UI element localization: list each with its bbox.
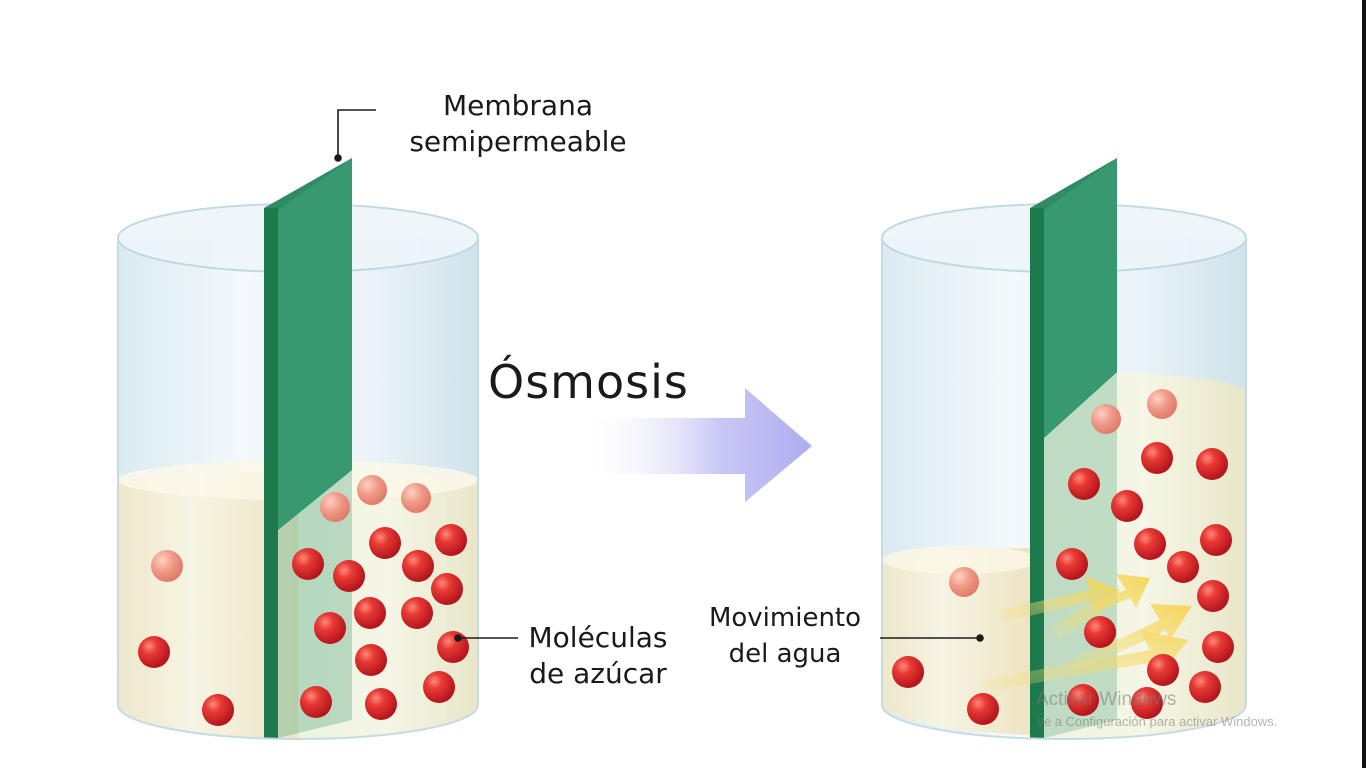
watermark-title: Activar Windows <box>1036 689 1177 710</box>
sugar-molecule <box>292 548 324 580</box>
membrane-label-line2: semipermeable <box>409 125 627 158</box>
sugar-leader-dot <box>454 634 462 642</box>
membrane-label-line1: Membrana <box>442 89 593 122</box>
sugar-molecule <box>431 573 463 605</box>
sugar-label-line2: de azúcar <box>529 657 667 690</box>
windows-activation-watermark: Activar Windows Ve a Configuración para … <box>1036 688 1277 732</box>
left-beaker-molecules <box>138 475 469 726</box>
sugar-molecule <box>369 527 401 559</box>
sugar-molecule <box>354 597 386 629</box>
sugar-molecule <box>300 686 332 718</box>
sugar-molecule <box>357 475 387 505</box>
sugar-molecule <box>355 644 387 676</box>
sugar-molecule <box>138 636 170 668</box>
sugar-molecule <box>1147 654 1179 686</box>
diagram-title: Ósmosis <box>488 355 689 409</box>
sugar-molecule <box>1197 580 1229 612</box>
right-beaker <box>881 158 1247 740</box>
sugar-molecule <box>1091 404 1121 434</box>
membrane-label: Membrana semipermeable <box>366 88 670 160</box>
sugar-molecule <box>333 560 365 592</box>
sugar-molecule <box>967 693 999 725</box>
sugar-molecule <box>401 483 431 513</box>
sugar-molecule <box>892 656 924 688</box>
left-beaker <box>117 158 479 740</box>
water-leader-dot <box>976 634 984 642</box>
sugar-molecule <box>1067 684 1099 716</box>
water-movement-label: Movimiento del agua <box>690 600 880 672</box>
sugar-molecule <box>1131 687 1163 719</box>
sugar-molecule <box>1134 528 1166 560</box>
sugar-molecule <box>320 492 350 522</box>
sugar-molecule <box>435 524 467 556</box>
membrane-leader-line <box>337 109 376 158</box>
osmosis-arrow <box>580 388 812 502</box>
sugar-molecule <box>1200 524 1232 556</box>
sugar-molecule <box>1147 389 1177 419</box>
sugar-molecule <box>1141 442 1173 474</box>
sugar-molecule <box>151 550 183 582</box>
sugar-molecule <box>1189 671 1221 703</box>
water-label-line2: del agua <box>728 639 842 669</box>
sugar-molecule <box>402 550 434 582</box>
sugar-molecule <box>202 694 234 726</box>
sugar-molecule <box>365 688 397 720</box>
water-flow-arrows <box>980 574 1192 692</box>
leader-lines <box>334 109 984 642</box>
sugar-molecule <box>1167 551 1199 583</box>
sugar-molecule <box>1196 448 1228 480</box>
sugar-molecule <box>1202 631 1234 663</box>
watermark-subtitle: Ve a Configuración para activar Windows. <box>1036 714 1278 729</box>
sugar-molecule <box>401 597 433 629</box>
water-label-line1: Movimiento <box>708 603 862 633</box>
sugar-molecule <box>423 671 455 703</box>
sugar-label-line1: Moléculas <box>528 621 668 654</box>
sugar-molecules-label: Moléculas de azúcar <box>516 620 680 692</box>
sugar-molecule <box>1068 468 1100 500</box>
right-beaker-molecules <box>892 389 1234 725</box>
sugar-molecule <box>949 567 979 597</box>
sugar-molecule <box>1111 490 1143 522</box>
sugar-molecule <box>1084 616 1116 648</box>
screen-edge-border <box>1362 0 1366 768</box>
membrane-leader-dot <box>334 154 342 162</box>
sugar-molecule <box>314 612 346 644</box>
sugar-molecule <box>1056 548 1088 580</box>
sugar-molecule <box>437 631 469 663</box>
